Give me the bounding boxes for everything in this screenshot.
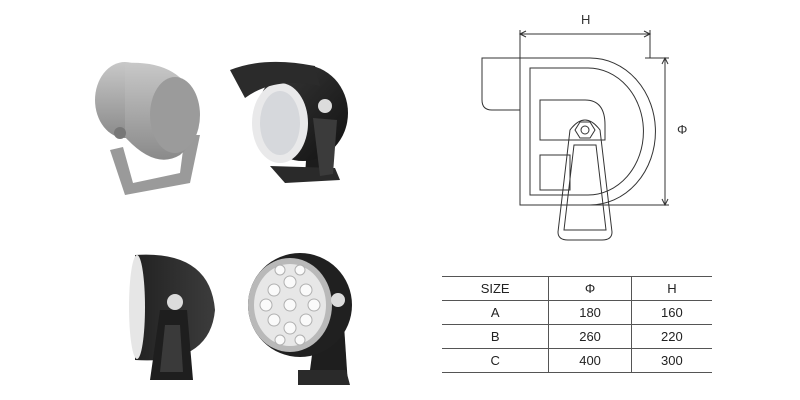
- column-header-size: SIZE: [442, 276, 549, 301]
- visor-outline: [481, 57, 521, 111]
- dim-label-width: H: [581, 12, 591, 27]
- column-header-diameter: Φ: [548, 276, 632, 301]
- bracket-outline: [557, 119, 613, 241]
- product-photo-side: [129, 254, 215, 380]
- table-cell-size: C: [442, 348, 549, 373]
- table-row: A 180 160: [442, 300, 712, 325]
- product-photo-front-led: [248, 253, 352, 385]
- hex-nut: [574, 121, 596, 139]
- column-header-height: H: [630, 276, 712, 301]
- size-table: SIZE Φ H A 180 160 B 260 220 C 400 300: [442, 276, 712, 373]
- table-row: B 260 220: [442, 324, 712, 349]
- product-photo-visor-front: [230, 61, 348, 183]
- product-photo-rear-grey: [95, 62, 200, 195]
- dim-label-diameter: Φ: [677, 122, 688, 137]
- table-cell-size: B: [442, 324, 549, 349]
- technical-drawing: [481, 30, 669, 241]
- lamp-body-outline: [519, 57, 656, 206]
- table-cell-diameter: 400: [548, 348, 632, 373]
- table-row: C 400 300: [442, 348, 712, 373]
- table-header-row: SIZE Φ H: [442, 276, 712, 301]
- table-cell-height: 300: [630, 348, 712, 373]
- table-cell-diameter: 180: [548, 300, 632, 325]
- table-cell-diameter: 260: [548, 324, 632, 349]
- table-cell-size: A: [442, 300, 549, 325]
- table-cell-height: 220: [630, 324, 712, 349]
- table-cell-height: 160: [630, 300, 712, 325]
